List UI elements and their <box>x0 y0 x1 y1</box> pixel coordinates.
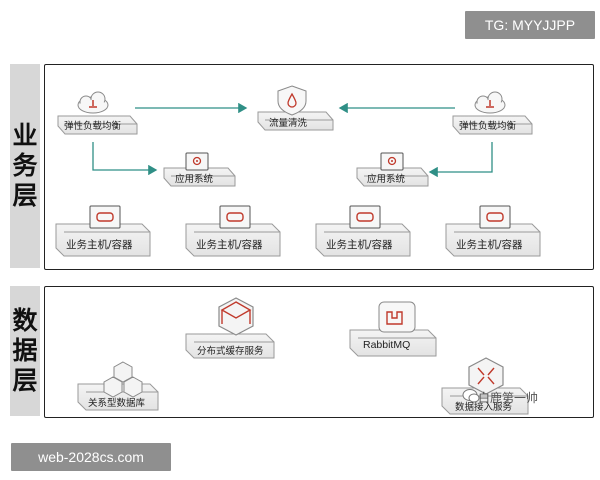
lb-right-label: 弹性负载均衡 <box>459 121 517 132</box>
monitor-icon <box>89 205 121 229</box>
host-node <box>185 205 281 257</box>
data-layer-char: 据 <box>12 336 38 365</box>
monitor-gear-icon <box>185 152 209 171</box>
host-label: 业务主机/容器 <box>196 239 263 251</box>
host-label: 业务主机/容器 <box>66 239 133 251</box>
lb-left-label: 弹性负载均衡 <box>64 121 122 132</box>
business-layer-label: 业 务 层 <box>10 64 40 268</box>
data-layer-char: 数 <box>12 306 38 335</box>
tg-watermark-tag: TG: MYYJJPP <box>465 11 595 39</box>
lb-left-node <box>57 91 138 135</box>
app-left-label: 应用系统 <box>175 174 214 185</box>
monitor-gear-icon <box>380 152 404 171</box>
chat-bubble-icon <box>462 389 480 403</box>
business-layer-char: 务 <box>12 151 38 180</box>
host-label: 业务主机/容器 <box>326 239 393 251</box>
monitor-icon <box>219 205 251 229</box>
monitor-icon <box>349 205 381 229</box>
website-watermark-tag: web-2028cs.com <box>11 443 171 471</box>
business-layer-char: 业 <box>12 121 38 150</box>
rdb-label: 关系型数据库 <box>88 398 146 409</box>
cloud-icon <box>474 91 506 114</box>
rdb-node <box>77 361 159 411</box>
cloud-icon <box>77 91 109 114</box>
rabbitmq-label: RabbitMQ <box>363 339 411 351</box>
cache-node <box>185 297 275 359</box>
rabbitmq-icon <box>378 301 416 333</box>
lb-right-node <box>452 91 533 135</box>
app-right-node <box>356 152 429 187</box>
arrow-lb-left-to-app <box>92 142 158 176</box>
host-node <box>315 205 411 257</box>
stacked-cubes-icon <box>103 361 143 398</box>
data-layer-label: 数 据 层 <box>10 286 40 416</box>
arrow-lb-right-to-app <box>428 142 493 178</box>
monitor-icon <box>479 205 511 229</box>
data-layer-char: 层 <box>12 366 38 395</box>
app-left-node <box>163 152 236 187</box>
host-node <box>55 205 151 257</box>
shield-icon <box>277 85 307 116</box>
ingest-hexagon-icon <box>468 357 504 395</box>
host-node <box>445 205 541 257</box>
rabbitmq-node <box>349 301 437 357</box>
host-label: 业务主机/容器 <box>456 239 523 251</box>
ingest-label: 数据接入服务 <box>455 402 513 413</box>
app-right-label: 应用系统 <box>367 174 406 185</box>
cache-label: 分布式缓存服务 <box>197 346 264 357</box>
hexagon-icon <box>218 297 254 336</box>
author-watermark: 白鹿第一帅 <box>478 391 539 405</box>
traffic-clean-label: 流量清洗 <box>269 118 308 129</box>
traffic-clean-node <box>257 85 334 131</box>
business-layer-char: 层 <box>12 181 38 210</box>
